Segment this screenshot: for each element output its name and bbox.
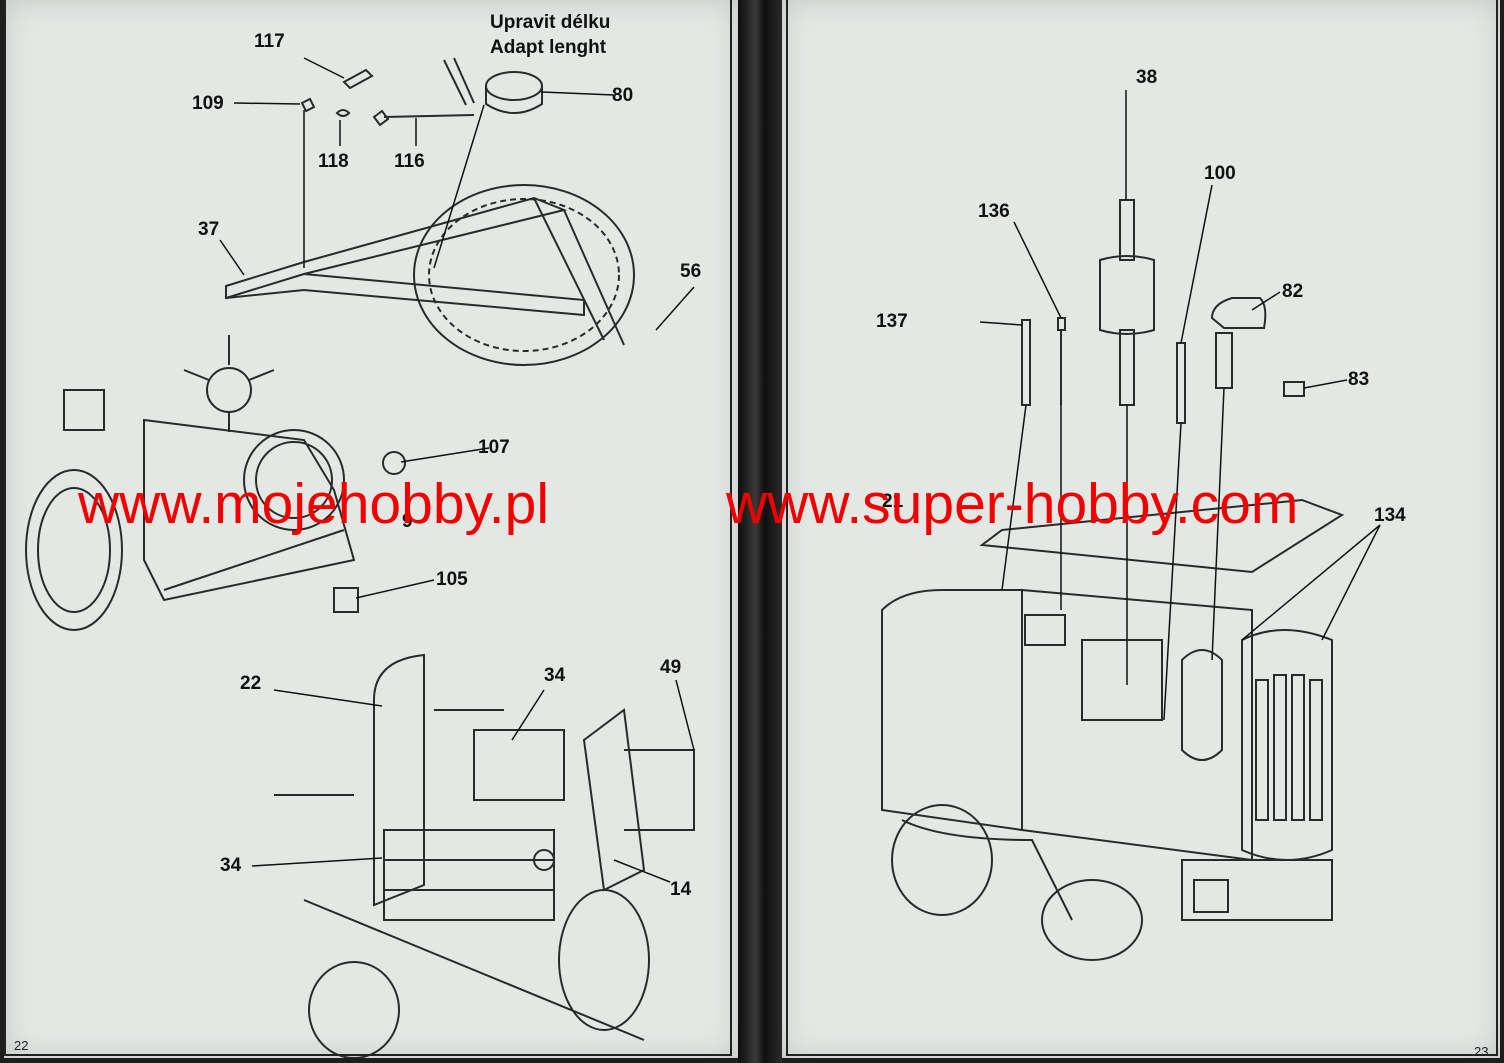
book-gutter <box>738 0 782 1063</box>
watermark-left: www.mojehobby.pl <box>78 472 550 536</box>
page-number: 22 <box>14 1038 29 1053</box>
callout-label: 118 <box>318 151 349 172</box>
callout-label: 56 <box>680 261 702 282</box>
instruction-page-left: Upravit délku Adapt lenght 117 109 80 11… <box>4 0 738 1058</box>
callout-label: 100 <box>1204 163 1236 184</box>
callout-label: 37 <box>198 219 220 240</box>
note-line-cz: Upravit délku <box>490 12 611 33</box>
callout-label: 116 <box>394 151 425 172</box>
callout-label: 83 <box>1348 369 1370 390</box>
assembly-diagram-right <box>881 90 1381 961</box>
callout-label: 9 <box>402 511 413 532</box>
callout-label: 136 <box>978 201 1010 222</box>
callout-label: 80 <box>612 85 634 106</box>
callout-label: 82 <box>1282 281 1304 302</box>
note-line-en: Adapt lenght <box>490 37 607 58</box>
callout-label: 49 <box>660 657 682 678</box>
callout-label: 105 <box>436 569 468 590</box>
callout-label: 38 <box>1136 67 1158 88</box>
adapt-length-note: Upravit délku Adapt lenght <box>490 10 610 60</box>
callout-label: 134 <box>1374 505 1406 526</box>
callout-label: 14 <box>670 879 692 900</box>
watermark-right: www.super-hobby.com <box>726 472 1299 536</box>
page-number: 23 <box>1474 1044 1489 1058</box>
callout-label: 109 <box>192 93 224 114</box>
callout-label: 34 <box>544 665 566 686</box>
callout-label: 137 <box>876 311 908 332</box>
callout-label: 117 <box>254 31 285 52</box>
instruction-page-right: 38 100 136 82 137 83 21 134 23 <box>782 0 1500 1058</box>
assembly-diagram-left <box>25 57 695 1058</box>
callout-label: 34 <box>220 855 242 876</box>
callout-label: 22 <box>240 673 262 694</box>
callout-label: 107 <box>478 437 510 458</box>
callout-label: 21 <box>882 491 904 512</box>
